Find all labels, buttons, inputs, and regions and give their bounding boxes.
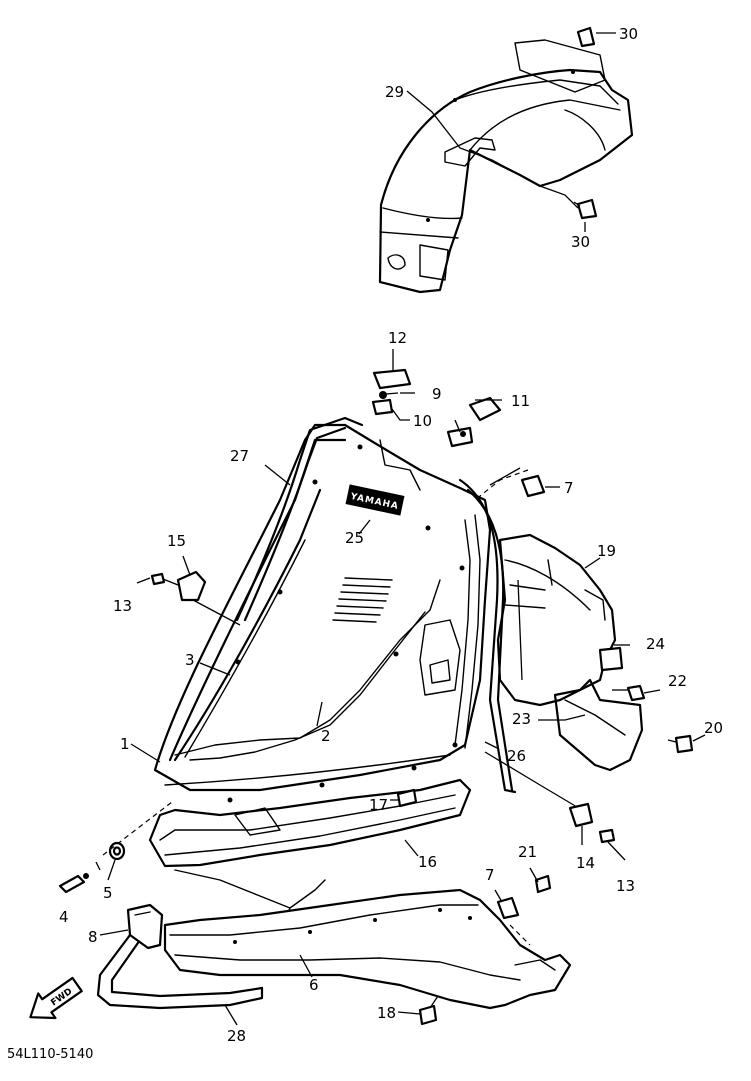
callout-5: 5 bbox=[103, 884, 113, 902]
callout-21: 21 bbox=[518, 843, 537, 861]
rear-fender-part bbox=[378, 39, 634, 294]
callout-17: 17 bbox=[369, 796, 388, 814]
molding-strip-part bbox=[458, 478, 517, 794]
callout-18: 18 bbox=[377, 1004, 396, 1022]
inner-fender-part bbox=[496, 533, 646, 772]
callout-15: 15 bbox=[167, 532, 186, 550]
floor-skirt-part bbox=[163, 888, 572, 1010]
hardware bbox=[58, 26, 694, 1026]
callout-14: 14 bbox=[576, 854, 595, 872]
callout-7-upper: 7 bbox=[564, 479, 574, 497]
callout-13-left: 13 bbox=[113, 597, 132, 615]
callout-3: 3 bbox=[185, 651, 195, 669]
fwd-arrow-icon: FWD bbox=[29, 976, 83, 1020]
bracket-8-part bbox=[126, 903, 164, 950]
callout-1: 1 bbox=[120, 735, 130, 753]
callout-6: 6 bbox=[309, 976, 319, 994]
callout-29: 29 bbox=[385, 83, 404, 101]
leg-shield-part: YAMAHA bbox=[153, 423, 492, 803]
side-strip-part bbox=[96, 933, 264, 1010]
callout-4: 4 bbox=[59, 908, 69, 926]
callout-23: 23 bbox=[512, 710, 531, 728]
diagram-code: 54L110-5140 bbox=[7, 1047, 93, 1062]
vent-grille bbox=[332, 577, 393, 623]
callout-22: 22 bbox=[668, 672, 687, 690]
upper-trim-part bbox=[235, 416, 364, 622]
leader-lines bbox=[95, 32, 706, 1026]
callout-24: 24 bbox=[646, 635, 665, 653]
callout-11: 11 bbox=[511, 392, 530, 410]
callout-28: 28 bbox=[227, 1027, 246, 1045]
callout-25: 25 bbox=[345, 529, 364, 547]
callout-30-upper: 30 bbox=[619, 25, 638, 43]
callout-8: 8 bbox=[88, 928, 98, 946]
callout-10: 10 bbox=[413, 412, 432, 430]
callout-7-lower: 7 bbox=[485, 866, 495, 884]
callout-26: 26 bbox=[507, 747, 526, 765]
brand-emblem: YAMAHA bbox=[345, 484, 405, 516]
callout-27: 27 bbox=[230, 447, 249, 465]
callout-16: 16 bbox=[418, 853, 437, 871]
callout-labels: 1 2 3 4 5 6 7 7 8 9 10 11 12 13 13 14 15… bbox=[59, 25, 723, 1045]
callout-19: 19 bbox=[597, 542, 616, 560]
callout-30-lower: 30 bbox=[571, 233, 590, 251]
callout-20: 20 bbox=[704, 719, 723, 737]
callout-13-right: 13 bbox=[616, 877, 635, 895]
callout-2: 2 bbox=[321, 727, 331, 745]
callout-12: 12 bbox=[388, 329, 407, 347]
callout-9: 9 bbox=[432, 385, 442, 403]
